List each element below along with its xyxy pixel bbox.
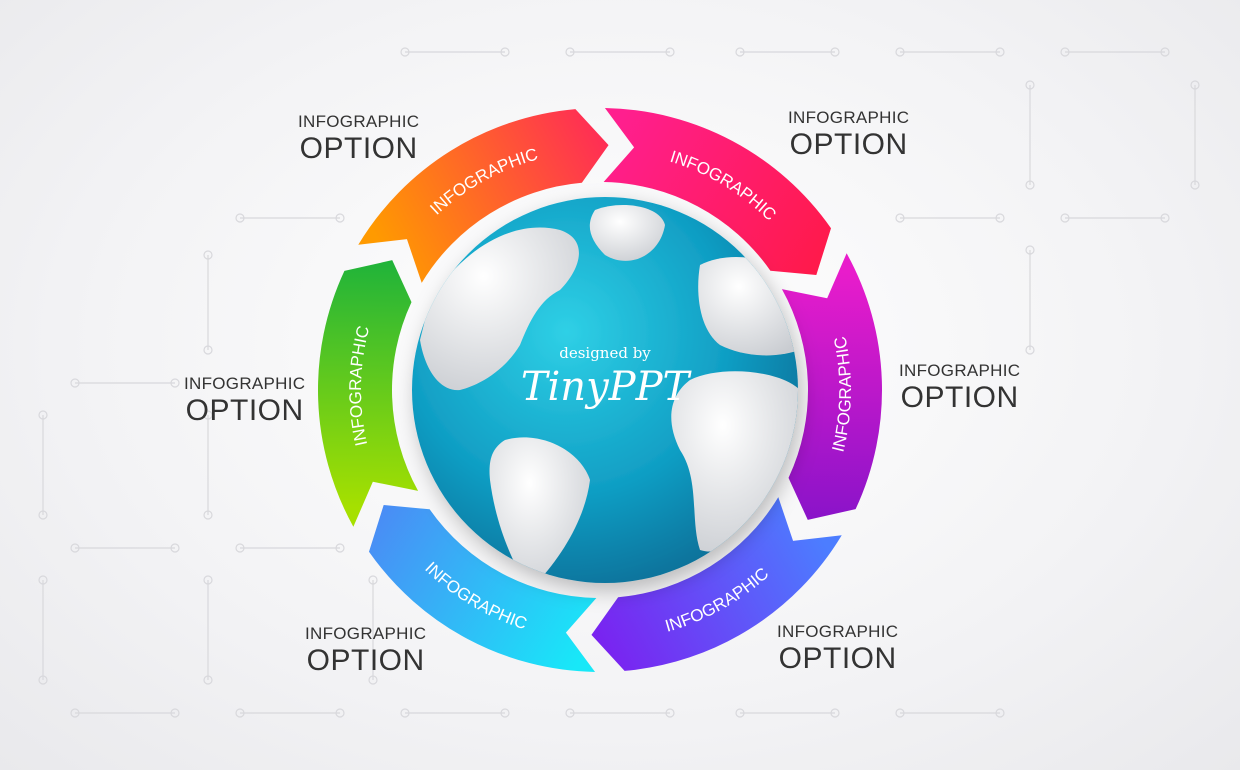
network-node bbox=[895, 708, 905, 718]
network-node bbox=[1025, 80, 1035, 90]
network-node bbox=[170, 543, 180, 553]
network-node bbox=[170, 708, 180, 718]
network-node bbox=[500, 708, 510, 718]
arrow-segment-top-left bbox=[358, 109, 609, 283]
tinyppt-logo: designed by TinyPPT bbox=[521, 344, 693, 410]
option-label-bottom-right: INFOGRAPHIC OPTION bbox=[777, 623, 898, 674]
network-node bbox=[235, 543, 245, 553]
network-node bbox=[830, 47, 840, 57]
network-node bbox=[1025, 180, 1035, 190]
network-node bbox=[565, 708, 575, 718]
network-node bbox=[735, 708, 745, 718]
option-label-small: INFOGRAPHIC bbox=[777, 622, 899, 641]
network-node bbox=[335, 708, 345, 718]
network-node bbox=[665, 708, 675, 718]
network-node bbox=[368, 575, 378, 585]
arrow-segment-top-right bbox=[603, 108, 832, 275]
network-node bbox=[830, 708, 840, 718]
network-node bbox=[235, 213, 245, 223]
network-node bbox=[895, 47, 905, 57]
network-node bbox=[38, 575, 48, 585]
network-node bbox=[995, 213, 1005, 223]
arrow-segment-bottom-right bbox=[591, 497, 842, 671]
network-node bbox=[70, 378, 80, 388]
logo-designed-by: designed by bbox=[559, 344, 651, 362]
network-node bbox=[665, 47, 675, 57]
network-node bbox=[500, 47, 510, 57]
network-node bbox=[38, 675, 48, 685]
option-label-top-right: INFOGRAPHIC OPTION bbox=[788, 109, 909, 160]
network-node bbox=[235, 708, 245, 718]
network-node bbox=[1025, 345, 1035, 355]
option-label-small: INFOGRAPHIC bbox=[184, 374, 306, 393]
network-node bbox=[70, 543, 80, 553]
logo-tinyppt: TinyPPT bbox=[521, 364, 693, 410]
network-node bbox=[203, 250, 213, 260]
network-node bbox=[1060, 47, 1070, 57]
network-node bbox=[335, 543, 345, 553]
option-label-big: OPTION bbox=[789, 128, 908, 161]
network-node bbox=[1190, 80, 1200, 90]
network-node bbox=[995, 47, 1005, 57]
network-node bbox=[203, 410, 213, 420]
option-label-big: OPTION bbox=[778, 642, 897, 675]
network-node bbox=[735, 47, 745, 57]
arrow-segment-left bbox=[317, 260, 419, 527]
network-node bbox=[1160, 47, 1170, 57]
network-node bbox=[895, 213, 905, 223]
network-node bbox=[1190, 180, 1200, 190]
option-label-small: INFOGRAPHIC bbox=[899, 361, 1021, 380]
network-node bbox=[170, 378, 180, 388]
network-node bbox=[400, 708, 410, 718]
option-label-big: OPTION bbox=[306, 644, 425, 677]
network-node bbox=[203, 575, 213, 585]
option-label-right: INFOGRAPHIC OPTION bbox=[899, 362, 1020, 413]
network-node bbox=[38, 510, 48, 520]
network-node bbox=[203, 345, 213, 355]
option-label-top-left: INFOGRAPHIC OPTION bbox=[298, 113, 419, 164]
network-node bbox=[335, 213, 345, 223]
option-label-bottom-left: INFOGRAPHIC OPTION bbox=[305, 625, 426, 676]
network-node bbox=[565, 47, 575, 57]
network-node bbox=[995, 708, 1005, 718]
network-node bbox=[203, 675, 213, 685]
network-node bbox=[1025, 245, 1035, 255]
network-node bbox=[38, 410, 48, 420]
option-label-small: INFOGRAPHIC bbox=[788, 108, 910, 127]
arrow-segment-bottom-left bbox=[368, 505, 597, 672]
background-line-network bbox=[38, 47, 1200, 718]
network-node bbox=[1160, 213, 1170, 223]
network-node bbox=[368, 675, 378, 685]
option-label-big: OPTION bbox=[900, 381, 1019, 414]
option-label-small: INFOGRAPHIC bbox=[298, 112, 420, 131]
option-label-big: OPTION bbox=[185, 394, 304, 427]
network-node bbox=[203, 510, 213, 520]
arrow-segment-right bbox=[781, 253, 882, 520]
network-node bbox=[70, 708, 80, 718]
option-label-left: INFOGRAPHIC OPTION bbox=[184, 375, 305, 426]
option-label-small: INFOGRAPHIC bbox=[305, 624, 427, 643]
network-node bbox=[1060, 213, 1070, 223]
option-label-big: OPTION bbox=[299, 132, 418, 165]
network-node bbox=[400, 47, 410, 57]
